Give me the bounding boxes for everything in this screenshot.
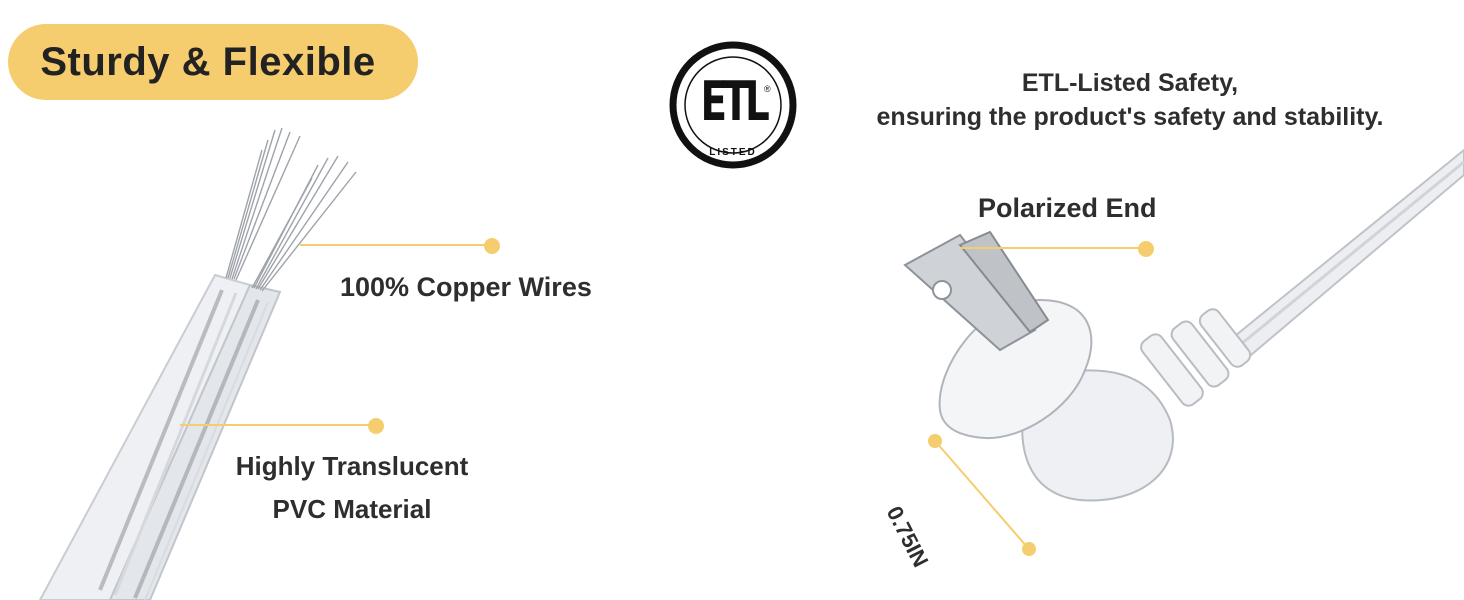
wire-illustration <box>38 127 500 600</box>
badge-title: Sturdy & Flexible <box>40 39 376 84</box>
etl-line-1: ETL-Listed Safety, <box>1021 69 1239 97</box>
title-badge: Sturdy & Flexible <box>8 24 418 100</box>
etl-logo-listed: LISTED <box>709 147 757 158</box>
plug-illustration <box>903 148 1464 556</box>
etl-line-2: ensuring the product's safety and stabil… <box>876 103 1384 131</box>
etl-listed-logo-icon: ETL ® LISTED <box>668 40 798 170</box>
copper-wires-label: 100% Copper Wires <box>340 272 592 302</box>
etl-description: ETL-Listed Safety, ensuring the product'… <box>850 66 1410 134</box>
polarized-end-label: Polarized End <box>978 193 1157 223</box>
pvc-material-label: Highly Translucent PVC Material <box>200 445 504 531</box>
pvc-line-2: PVC Material <box>272 494 432 524</box>
registered-mark: ® <box>764 84 771 94</box>
etl-logo-text: ETL <box>700 70 770 133</box>
pvc-line-1: Highly Translucent <box>235 451 469 481</box>
